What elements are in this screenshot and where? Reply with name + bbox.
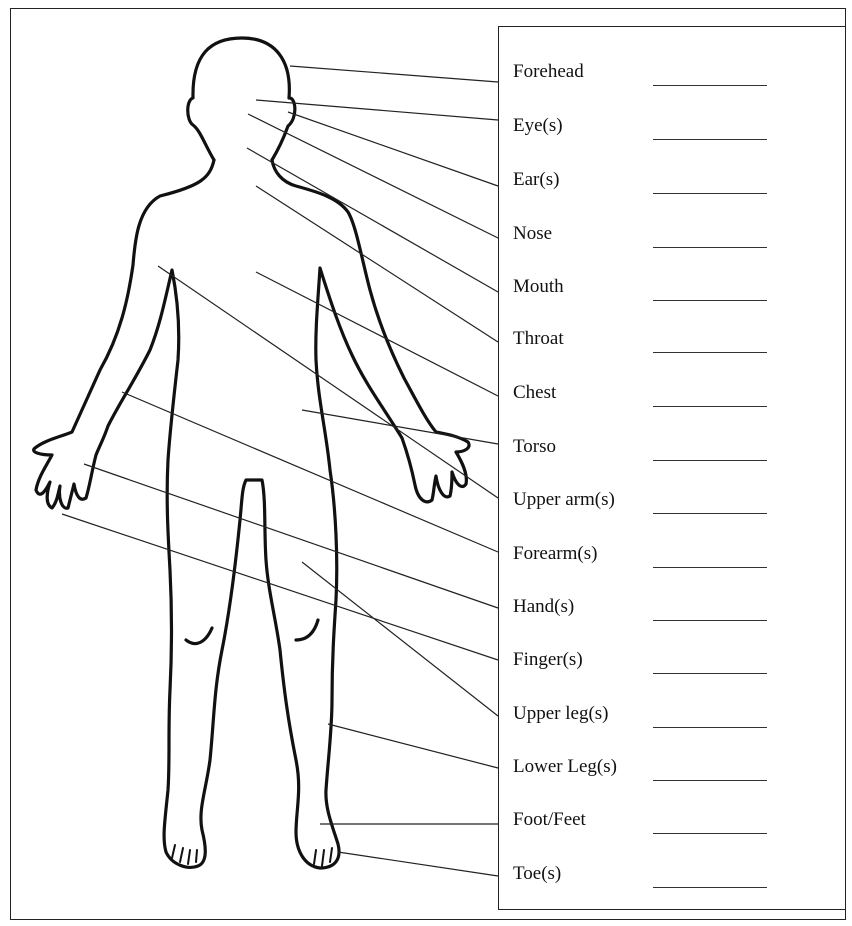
answer-blank[interactable] [653,460,767,461]
leader-mouth [247,148,498,292]
answer-blank[interactable] [653,85,767,86]
label-row-torso: Torso [513,436,833,466]
leader-toe [338,852,498,876]
left-knee-mark [186,628,212,644]
label-text: Eye(s) [513,115,563,137]
label-text: Toe(s) [513,863,561,885]
right-knee-mark [296,620,318,640]
leader-forehead [290,66,498,82]
label-row-nose: Nose [513,223,833,253]
label-text: Forehead [513,61,584,83]
label-row-lower-leg: Lower Leg(s) [513,756,833,786]
answer-blank[interactable] [653,300,767,301]
label-row-throat: Throat [513,328,833,358]
label-text: Hand(s) [513,596,574,618]
answer-blank[interactable] [653,406,767,407]
label-text: Ear(s) [513,169,559,191]
label-text: Chest [513,382,556,404]
label-text: Forearm(s) [513,543,597,565]
label-row-toe: Toe(s) [513,863,833,893]
answer-blank[interactable] [653,620,767,621]
label-text: Upper arm(s) [513,489,615,511]
label-text: Lower Leg(s) [513,756,617,778]
label-row-forehead: Forehead [513,61,833,91]
label-row-upper-arm: Upper arm(s) [513,489,833,519]
label-row-eyes: Eye(s) [513,115,833,145]
left-body-outline [34,160,469,868]
answer-blank[interactable] [653,727,767,728]
leader-forearm [122,392,498,552]
label-text: Nose [513,223,552,245]
label-text: Torso [513,436,556,458]
label-row-foot: Foot/Feet [513,809,833,839]
label-row-finger: Finger(s) [513,649,833,679]
answer-blank[interactable] [653,193,767,194]
leader-torso [302,410,498,444]
right-toes [314,848,332,866]
label-text: Finger(s) [513,649,583,671]
answer-blank[interactable] [653,780,767,781]
answer-blank[interactable] [653,673,767,674]
label-row-ears: Ear(s) [513,169,833,199]
answer-blank[interactable] [653,513,767,514]
answer-blank[interactable] [653,352,767,353]
head-outline [188,38,295,160]
label-panel: Forehead Eye(s) Ear(s) Nose Mouth Throat… [498,26,846,910]
answer-blank[interactable] [653,567,767,568]
label-text: Mouth [513,276,564,298]
answer-blank[interactable] [653,139,767,140]
leader-finger [62,514,498,660]
label-row-upper-leg: Upper leg(s) [513,703,833,733]
answer-blank[interactable] [653,247,767,248]
label-row-hand: Hand(s) [513,596,833,626]
label-row-chest: Chest [513,382,833,412]
leader-nose [248,114,498,238]
answer-blank[interactable] [653,833,767,834]
answer-blank[interactable] [653,887,767,888]
leader-throat [256,186,498,342]
label-row-mouth: Mouth [513,276,833,306]
label-text: Upper leg(s) [513,703,609,725]
leader-chest [256,272,498,396]
leader-lower-leg [328,724,498,768]
label-text: Throat [513,328,564,350]
label-row-forearm: Forearm(s) [513,543,833,573]
label-text: Foot/Feet [513,809,586,831]
leader-lines [62,66,498,876]
